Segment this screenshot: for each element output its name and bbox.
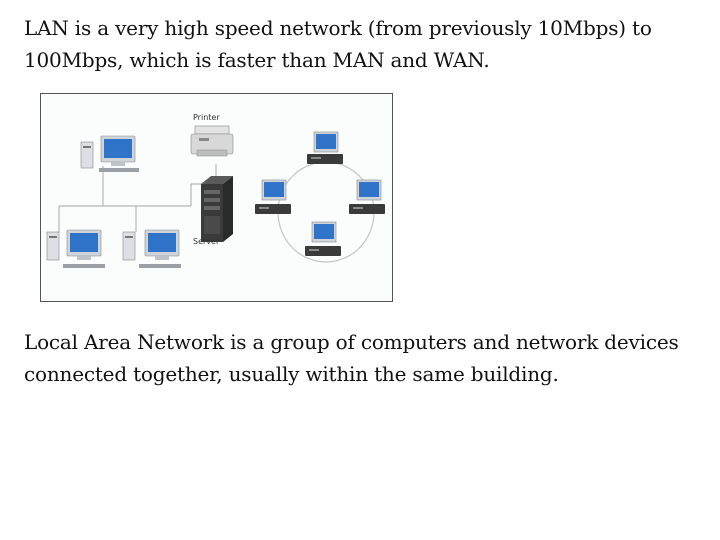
printer-label: Printer [193,113,220,122]
lan-diagram-svg: Printer Server [41,94,392,301]
definition-paragraph: Local Area Network is a group of compute… [24,330,679,386]
workstation-bottom-left-2 [122,229,181,268]
intro-paragraph: LAN is a very high speed network (from p… [24,16,652,72]
ring-workstation-top [307,131,343,164]
workstation-top-left [80,135,139,172]
printer: Printer [190,113,234,157]
server-label: Server [193,237,220,246]
lan-diagram: Printer Server [40,93,393,302]
ring-workstation-right [349,179,385,214]
ring-workstation-left [255,179,291,214]
server: Server [193,176,233,246]
workstation-bottom-left-1 [46,229,105,268]
ring-workstation-bottom [305,221,341,256]
